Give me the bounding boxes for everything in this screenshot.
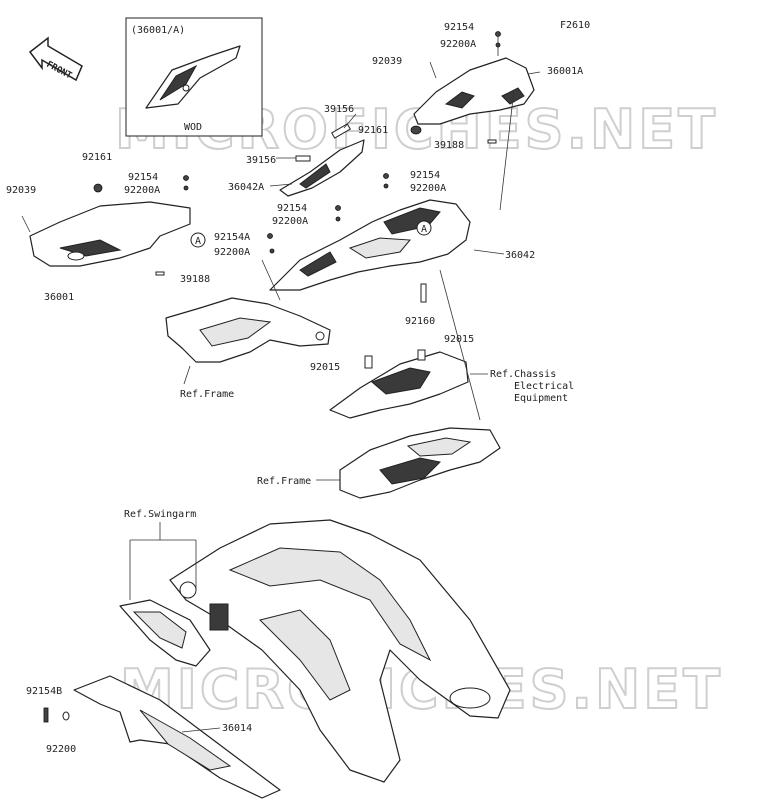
label-92154B: 92154B xyxy=(26,686,62,697)
label-39188: 39188 xyxy=(434,140,464,151)
ref-chassis-3: Equipment xyxy=(514,393,568,404)
label-36042A: 36042A xyxy=(228,182,264,193)
front-arrow-icon: FRONT xyxy=(28,36,83,82)
callout-a-right: A xyxy=(416,220,432,236)
label-92039: 92039 xyxy=(372,56,402,67)
subframe-upper xyxy=(165,297,331,385)
label-92160: 92160 xyxy=(405,316,435,327)
label-92039-left: 92039 xyxy=(6,185,36,196)
ref-swingarm: Ref.Swingarm xyxy=(124,509,196,520)
ref-frame-2: Ref.Frame xyxy=(257,476,311,487)
label-39156-b: 39156 xyxy=(246,155,276,166)
inset-box: (36001/A) WOD xyxy=(125,17,263,137)
ref-chassis-2: Electrical xyxy=(514,381,574,392)
label-92200A-d: 92200A xyxy=(214,247,250,258)
callout-a-left: A xyxy=(190,232,206,248)
label-36001: 36001 xyxy=(44,292,74,303)
tail-piece-36042A xyxy=(269,113,365,197)
label-92154-c: 92154 xyxy=(277,203,307,214)
label-92200A-left: 92200A xyxy=(124,185,160,196)
label-92154A: 92154A xyxy=(214,232,250,243)
label-92015-a: 92015 xyxy=(310,362,340,373)
label-39156-a: 39156 xyxy=(324,104,354,115)
label-36014: 36014 xyxy=(222,723,252,734)
svg-text:A: A xyxy=(421,224,427,235)
label-92200: 92200 xyxy=(46,744,76,755)
rear-frame-lower xyxy=(316,427,501,499)
label-92154-mid: 92154 xyxy=(410,170,440,181)
label-92154-left: 92154 xyxy=(128,172,158,183)
label-39188-left: 39188 xyxy=(180,274,210,285)
seat-cowl-36001A xyxy=(410,31,541,144)
svg-text:A: A xyxy=(195,236,201,247)
swingarm xyxy=(169,519,511,783)
electrical-tray xyxy=(329,349,488,419)
label-92161-left: 92161 xyxy=(82,152,112,163)
inset-note: WOD xyxy=(184,122,202,133)
label-92015-b: 92015 xyxy=(444,334,474,345)
label-92200A-mid: 92200A xyxy=(410,183,446,194)
label-92161: 92161 xyxy=(358,125,388,136)
seat-cowl-36001 xyxy=(21,175,191,276)
label-36001A: 36001A xyxy=(547,66,583,77)
label-36042: 36042 xyxy=(505,250,535,261)
inset-title: (36001/A) xyxy=(131,25,185,36)
ref-chassis-1: Ref.Chassis xyxy=(490,369,556,380)
label-92200A: 92200A xyxy=(440,39,476,50)
ref-frame-1: Ref.Frame xyxy=(180,389,234,400)
figure-code: F2610 xyxy=(560,20,590,31)
label-92200A-c: 92200A xyxy=(272,216,308,227)
chain-guard xyxy=(119,599,211,667)
label-92154: 92154 xyxy=(444,22,474,33)
chain-cover-36014 xyxy=(73,675,281,799)
